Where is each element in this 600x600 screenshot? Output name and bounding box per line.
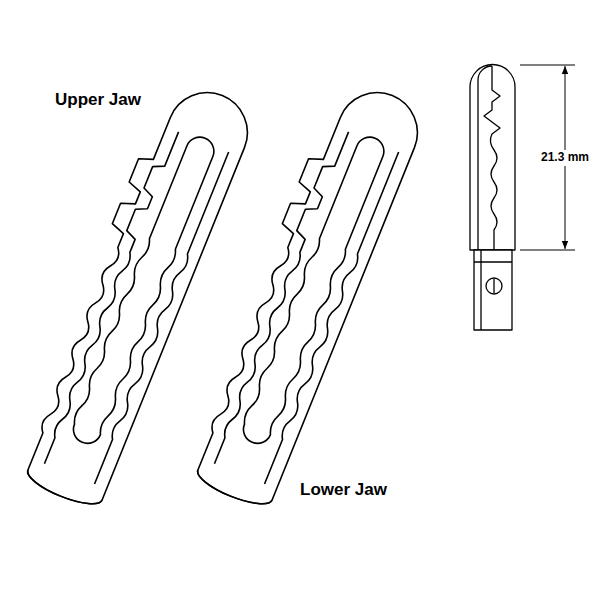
- part-label: Upper Jaw: [55, 90, 141, 110]
- part-label: Lower Jaw: [300, 480, 387, 500]
- dimension-label: 21.3 mm: [539, 150, 591, 166]
